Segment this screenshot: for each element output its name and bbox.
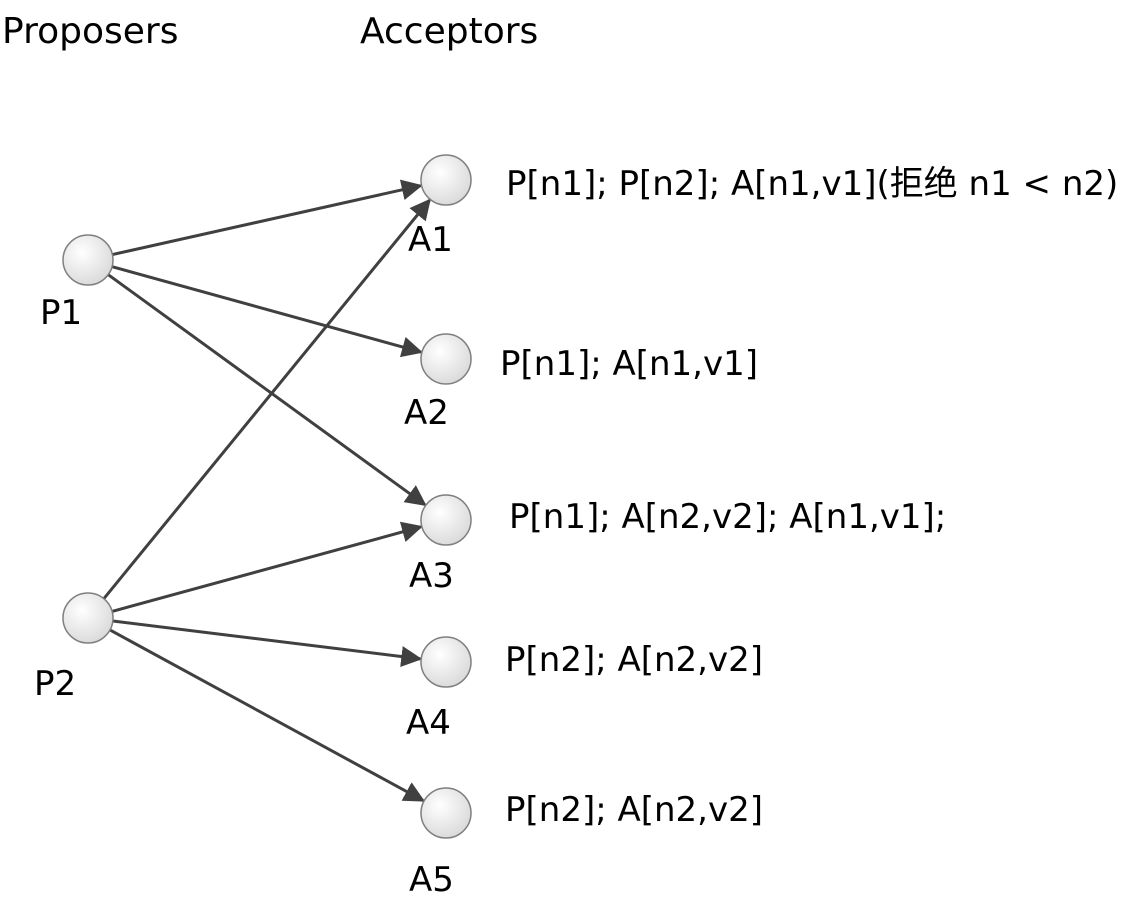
acceptor-label-a3: A3	[409, 556, 454, 596]
acceptor-node-a1	[420, 154, 472, 206]
acceptor-log-a3: P[n1]; A[n2,v2]; A[n1,v1];	[509, 497, 947, 537]
acceptor-node-a3	[420, 494, 472, 546]
proposer-label-p1: P1	[40, 293, 83, 333]
acceptor-node-a4	[420, 636, 472, 688]
acceptor-node-a5	[420, 787, 472, 839]
proposer-node-p1	[62, 234, 114, 286]
acceptor-label-a1: A1	[408, 220, 453, 260]
edge-p2-a4	[112, 619, 423, 667]
edge-p1-a2	[111, 265, 423, 358]
edge-p2-a1	[102, 198, 431, 600]
edge-p2-a3	[111, 521, 423, 613]
acceptors-header: Acceptors	[360, 11, 539, 52]
acceptor-node-a2	[420, 333, 472, 385]
edge-p1-a1	[112, 179, 423, 257]
acceptor-log-a4: P[n2]; A[n2,v2]	[505, 640, 764, 680]
acceptor-label-a2: A2	[404, 393, 449, 433]
edge-p2-a5	[109, 628, 426, 802]
proposers-header: Proposers	[2, 11, 179, 52]
acceptor-log-a1: P[n1]; P[n2]; A[n1,v1](拒绝 n1 < n2)	[506, 164, 1119, 204]
acceptor-label-a4: A4	[406, 703, 451, 743]
acceptor-log-a2: P[n1]; A[n1,v1]	[500, 344, 759, 384]
proposer-node-p2	[62, 592, 114, 644]
edge-p1-a3	[107, 273, 427, 506]
acceptor-label-a5: A5	[409, 860, 454, 900]
acceptor-log-a5: P[n2]; A[n2,v2]	[505, 790, 764, 830]
proposer-label-p2: P2	[34, 664, 77, 704]
